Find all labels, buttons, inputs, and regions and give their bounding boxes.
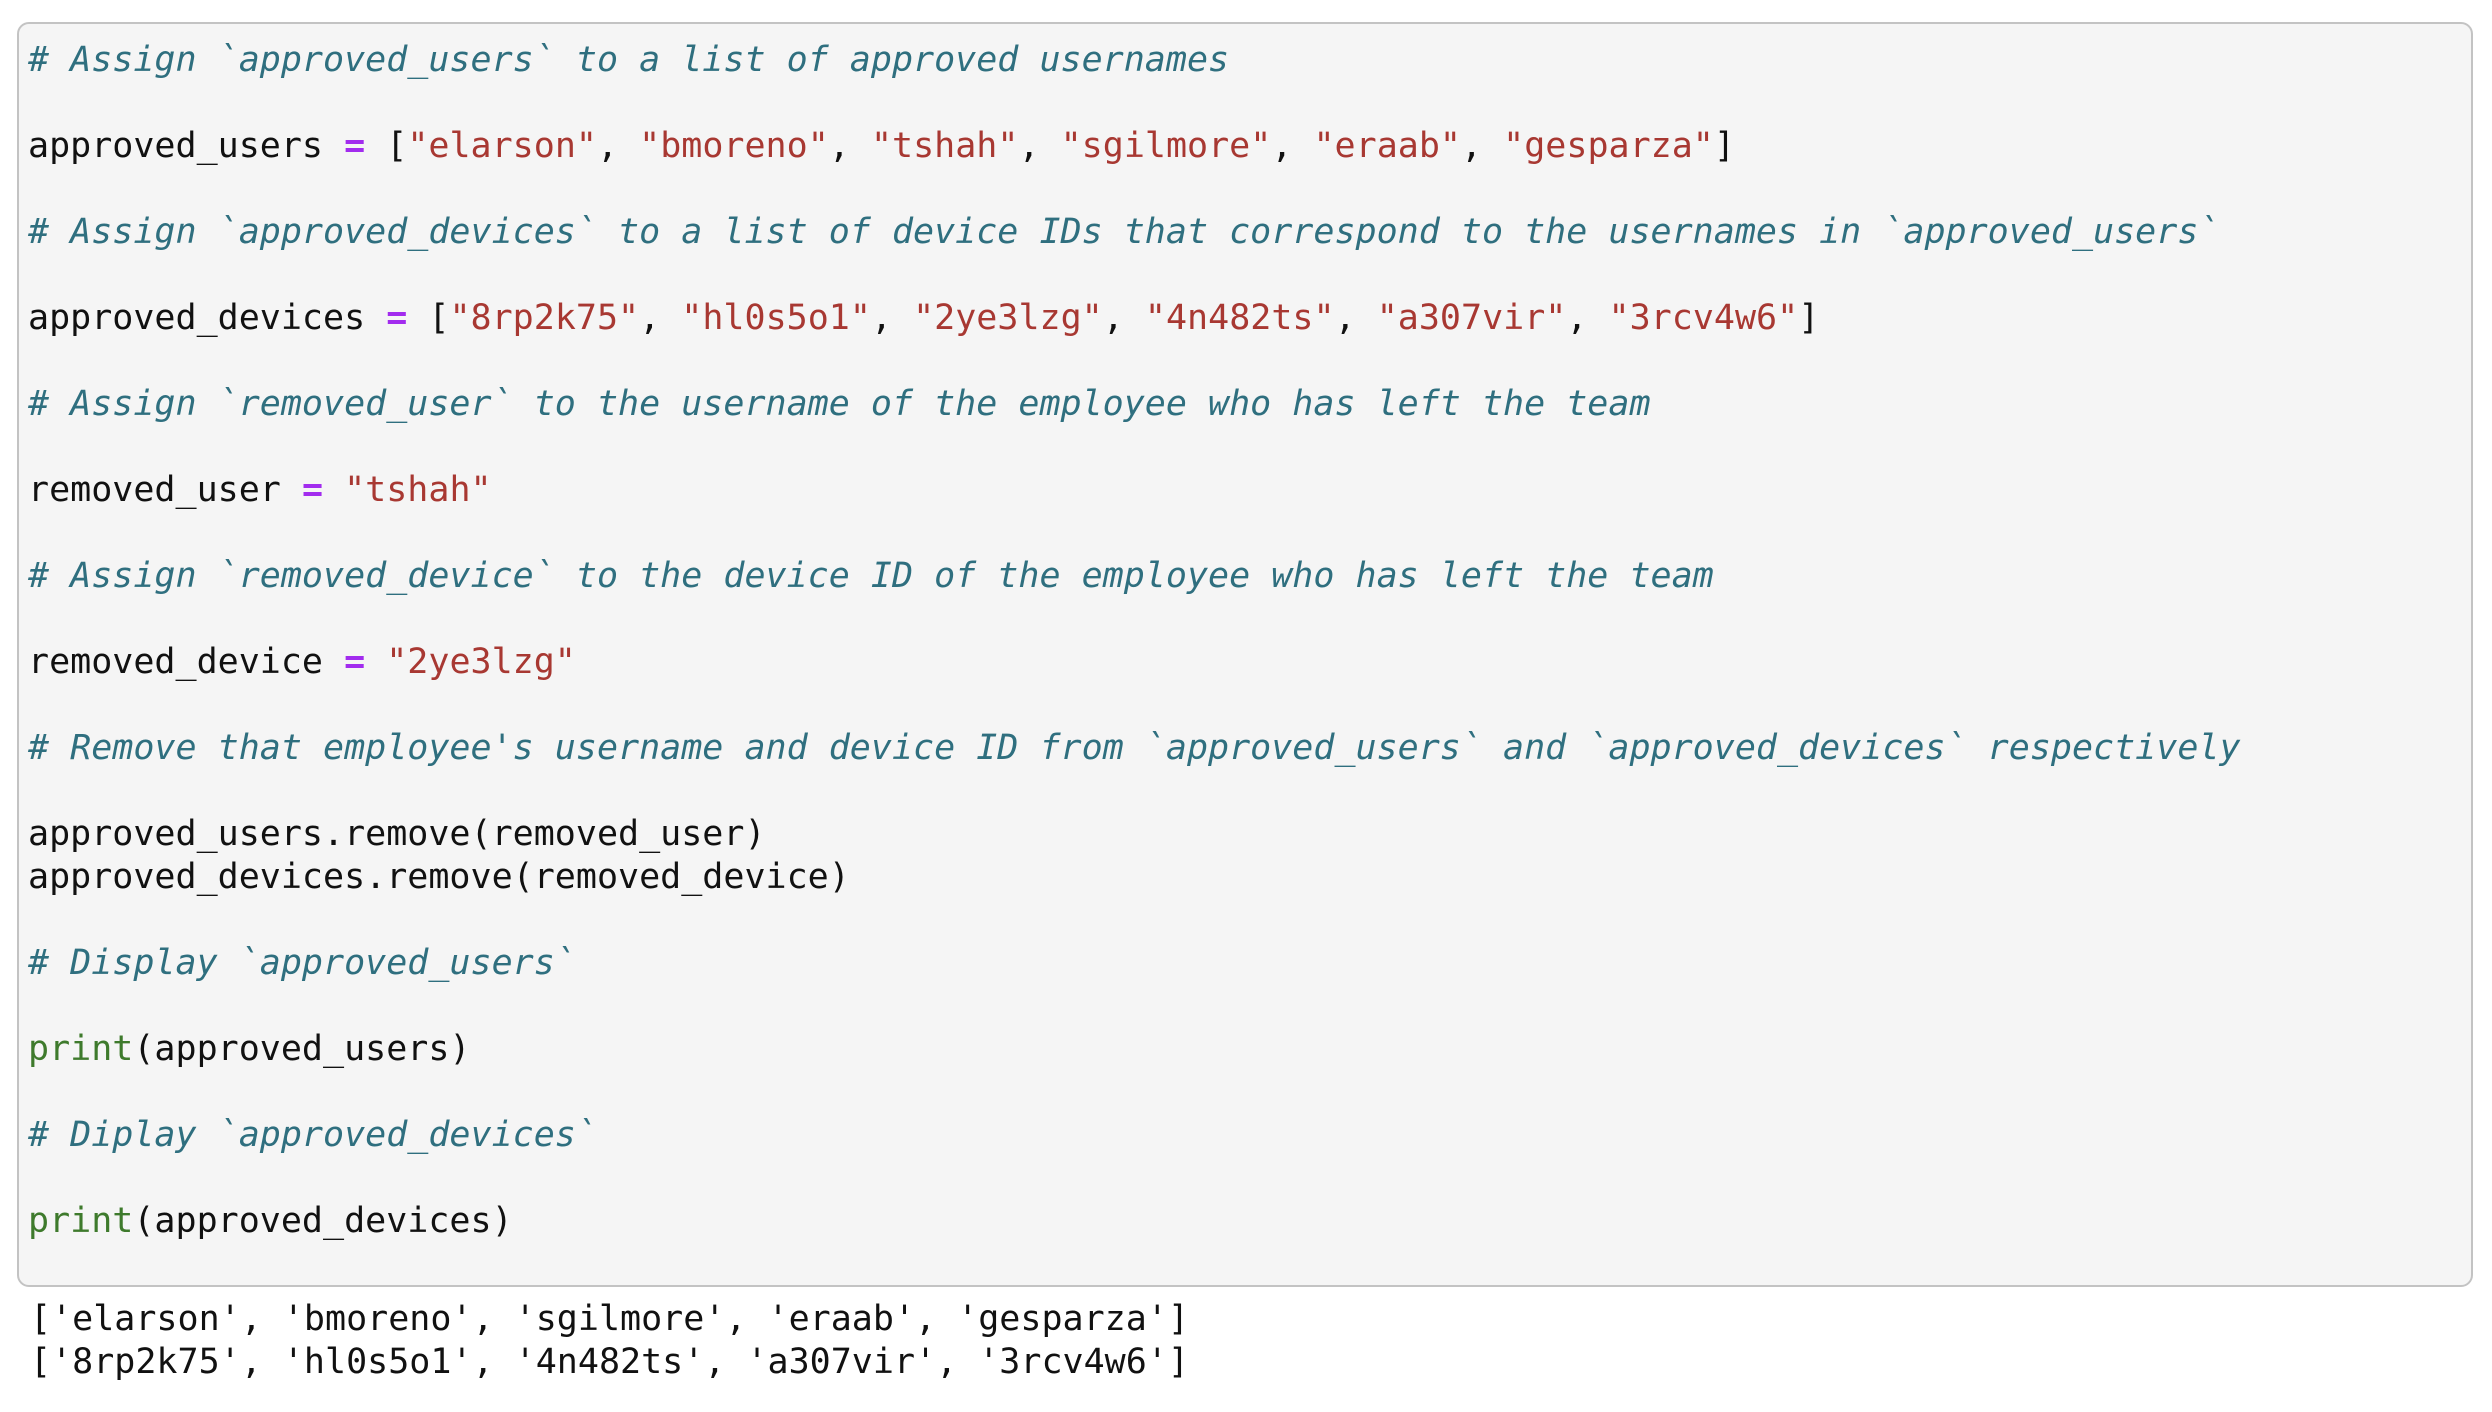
code-cell[interactable]: # Assign `approved_users` to a list of a… [17, 22, 2473, 1287]
code-token-plain: (approved_users) [133, 1029, 471, 1069]
code-line: approved_users = ["elarson", "bmoreno", … [28, 125, 2457, 168]
code-token-plain: , [1461, 126, 1504, 166]
code-line [28, 770, 2457, 813]
code-token-operator: = [344, 126, 366, 166]
code-token-plain: ] [1713, 126, 1735, 166]
code-token-comment: # Display `approved_users` [28, 943, 576, 983]
output-line: ['8rp2k75', 'hl0s5o1', '4n482ts', 'a307v… [30, 1342, 1189, 1382]
code-token-builtin: print [28, 1029, 134, 1069]
code-line: # Remove that employee's username and de… [28, 727, 2457, 770]
code-line [28, 340, 2457, 383]
code-token-builtin: print [28, 1201, 134, 1241]
code-line [28, 426, 2457, 469]
code-token-plain: approved_devices.remove(removed_device) [28, 857, 850, 897]
code-token-plain: , [1566, 298, 1609, 338]
output-line: ['elarson', 'bmoreno', 'sgilmore', 'eraa… [30, 1299, 1189, 1339]
code-line: print(approved_devices) [28, 1200, 2457, 1243]
code-line [28, 899, 2457, 942]
code-token-comment: # Remove that employee's username and de… [28, 728, 2241, 768]
code-token-plain: , [1271, 126, 1314, 166]
code-token-plain: , [596, 126, 640, 166]
code-token-plain: ] [1798, 298, 1820, 338]
code-token-plain: removed_user [28, 470, 302, 510]
code-token-plain: , [1018, 126, 1061, 166]
code-token-comment: # Diplay `approved_devices` [28, 1115, 597, 1155]
code-token-string: "bmoreno" [639, 126, 829, 166]
code-line [28, 82, 2457, 125]
code-token-string: "8rp2k75" [449, 298, 640, 338]
code-token-plain: , [1334, 298, 1377, 338]
code-token-comment: # Assign `approved_devices` to a list of… [28, 212, 2220, 252]
code-token-plain: , [1102, 298, 1145, 338]
code-token-string: "4n482ts" [1144, 298, 1335, 338]
code-token-operator: = [344, 642, 366, 682]
cell-output: ['elarson', 'bmoreno', 'sgilmore', 'eraa… [30, 1298, 1189, 1384]
code-line [28, 254, 2457, 297]
code-line: # Display `approved_users` [28, 942, 2457, 985]
code-line: removed_device = "2ye3lzg" [28, 641, 2457, 684]
code-line: # Assign `approved_users` to a list of a… [28, 39, 2457, 82]
code-line [28, 985, 2457, 1028]
code-token-plain: approved_users [28, 126, 345, 166]
code-line [28, 684, 2457, 727]
code-token-string: "sgilmore" [1060, 126, 1272, 166]
code-token-plain: approved_devices [28, 298, 387, 338]
code-token-string: "2ye3lzg" [913, 298, 1103, 338]
code-token-plain: [ [407, 298, 450, 338]
code-line: # Assign `removed_device` to the device … [28, 555, 2457, 598]
code-token-plain: removed_device [28, 642, 345, 682]
code-line: approved_users.remove(removed_user) [28, 813, 2457, 856]
code-line: # Assign `approved_devices` to a list of… [28, 211, 2457, 254]
code-token-operator: = [301, 470, 324, 510]
code-line: approved_devices.remove(removed_device) [28, 856, 2457, 899]
code-token-string: "a307vir" [1376, 298, 1567, 338]
code-line [28, 598, 2457, 641]
code-token-comment: # Assign `approved_users` to a list of a… [28, 40, 1230, 80]
code-line [28, 168, 2457, 211]
code-token-plain: (approved_devices) [133, 1201, 513, 1241]
code-token-string: "elarson" [407, 126, 597, 166]
code-line: removed_user = "tshah" [28, 469, 2457, 512]
code-block: # Assign `approved_users` to a list of a… [28, 39, 2457, 1243]
code-token-string: "tshah" [870, 126, 1019, 166]
code-token-string: "2ye3lzg" [386, 642, 576, 682]
code-token-comment: # Assign `removed_device` to the device … [28, 556, 1714, 596]
code-token-string: "3rcv4w6" [1608, 298, 1799, 338]
code-line: # Diplay `approved_devices` [28, 1114, 2457, 1157]
code-token-string: "gesparza" [1503, 126, 1714, 166]
code-token-plain [365, 642, 386, 682]
code-token-comment: # Assign `removed_user` to the username … [28, 384, 1651, 424]
code-line: print(approved_users) [28, 1028, 2457, 1071]
code-line: approved_devices = ["8rp2k75", "hl0s5o1"… [28, 297, 2457, 340]
code-token-string: "hl0s5o1" [681, 298, 871, 338]
code-token-plain: , [639, 298, 682, 338]
code-token-plain: , [828, 126, 871, 166]
code-line [28, 512, 2457, 555]
code-token-plain: [ [365, 126, 408, 166]
code-line [28, 1071, 2457, 1114]
code-token-plain: approved_users.remove(removed_user) [28, 814, 766, 854]
code-line: # Assign `removed_user` to the username … [28, 383, 2457, 426]
code-token-operator: = [386, 298, 408, 338]
code-line [28, 1157, 2457, 1200]
code-token-plain [323, 470, 344, 510]
code-token-plain: , [870, 298, 914, 338]
code-token-string: "eraab" [1313, 126, 1461, 166]
code-token-string: "tshah" [344, 470, 492, 510]
